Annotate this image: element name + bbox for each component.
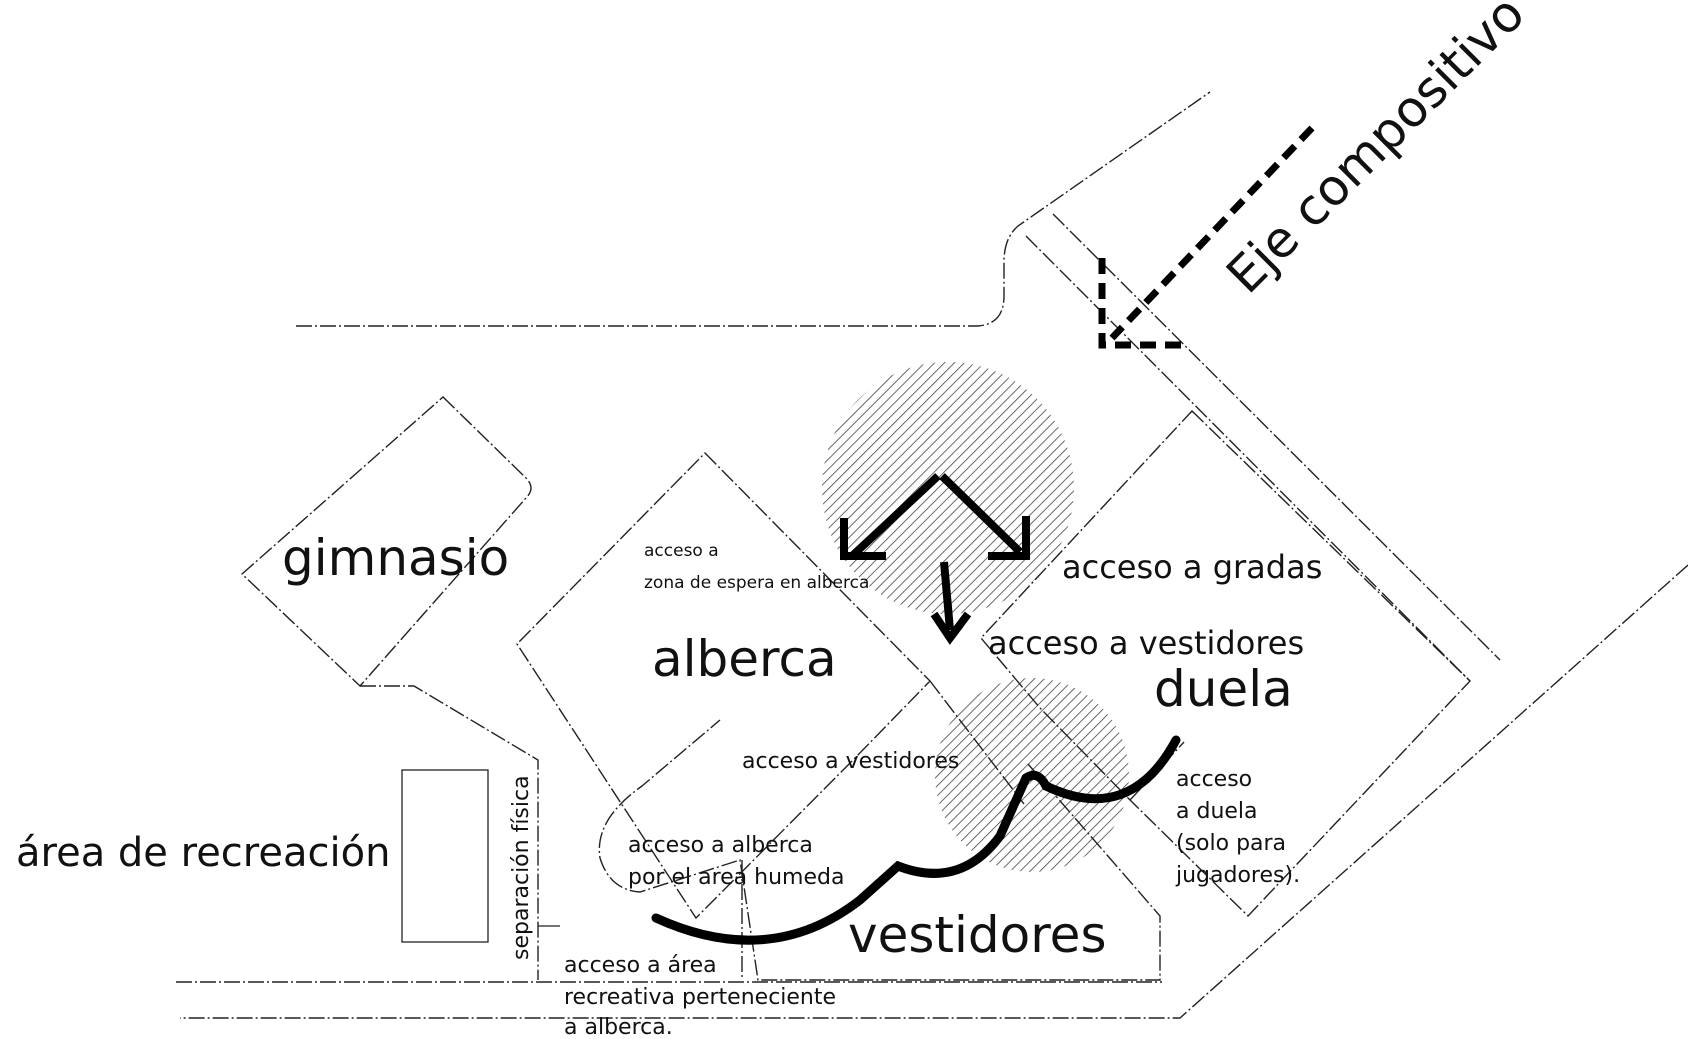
access-arrow-right bbox=[939, 473, 1023, 555]
espera-label-line1: acceso a bbox=[644, 541, 719, 561]
strip-edge-inner bbox=[1025, 235, 1471, 682]
recreativa-line1: acceso a área bbox=[564, 953, 717, 978]
separacion-label: separación física bbox=[509, 775, 534, 960]
recreacion-label: área de recreación bbox=[16, 830, 390, 876]
recreativa-line2: recreativa perteneciente bbox=[564, 985, 836, 1010]
alberca-humeda-line1: acceso a alberca bbox=[628, 833, 813, 858]
alberca-outline bbox=[516, 452, 931, 920]
recreation-boundary bbox=[360, 685, 539, 980]
alberca-humeda-line2: por el area humeda bbox=[628, 865, 844, 890]
strip-edge-outer bbox=[1052, 213, 1501, 661]
access-arrow-down-head bbox=[930, 611, 972, 645]
duela-access-line4: jugadores). bbox=[1175, 863, 1300, 888]
duela-access-line2: a duela bbox=[1176, 799, 1258, 824]
eje-compositivo-label: Eje compositivo bbox=[1215, 0, 1535, 304]
site-boundary-right bbox=[180, 564, 1688, 1019]
gimnasio-label: gimnasio bbox=[282, 529, 509, 587]
hatched-access-zone-upper bbox=[822, 362, 1074, 614]
eje-arrowhead bbox=[1098, 258, 1188, 349]
access-curve-vestidores bbox=[651, 773, 1031, 945]
guide-line-b bbox=[929, 680, 1025, 805]
access-curve-duela bbox=[1021, 735, 1181, 804]
access-arrow-down bbox=[940, 561, 954, 631]
alberca-label: alberca bbox=[652, 630, 837, 688]
recreativa-line3: a alberca. bbox=[564, 1015, 673, 1039]
vestidores-label: vestidores bbox=[848, 906, 1107, 964]
vestidores-outline bbox=[598, 719, 1161, 981]
vestidores-alberca-label: acceso a vestidores bbox=[742, 749, 959, 774]
duela-label: duela bbox=[1154, 660, 1293, 718]
espera-label-line2: zona de espera en alberca bbox=[644, 573, 869, 593]
access-arrow-left-head bbox=[840, 518, 886, 560]
recreacion-area bbox=[401, 769, 489, 943]
gimnasio-outline bbox=[240, 396, 532, 688]
gradas-label: acceso a gradas bbox=[1062, 548, 1322, 586]
vestidores-duela-label: acceso a vestidores bbox=[988, 624, 1304, 662]
site-boundary-upper bbox=[296, 91, 1211, 327]
duela-access-line3: (solo para bbox=[1176, 831, 1286, 856]
access-arrow-right-head bbox=[988, 516, 1030, 560]
duela-access-line1: acceso bbox=[1176, 767, 1252, 792]
access-arrow-left bbox=[849, 473, 941, 559]
